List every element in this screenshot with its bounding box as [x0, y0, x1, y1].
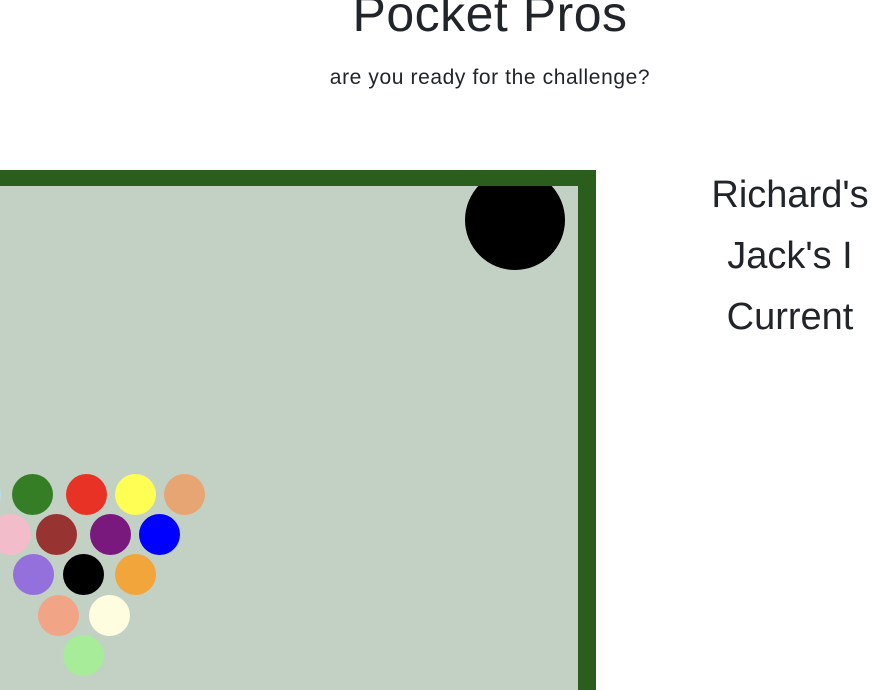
page-title: Pocket Pros [352, 0, 628, 42]
ball-pink[interactable] [0, 514, 31, 555]
ball-light-blue[interactable] [0, 474, 1, 515]
ball-salmon[interactable] [38, 595, 79, 636]
ball-yellow[interactable] [115, 474, 156, 515]
page-subtitle: are you ready for the challenge? [329, 66, 651, 89]
ball-black[interactable] [63, 554, 104, 595]
ball-purple[interactable] [90, 514, 131, 555]
ball-maroon[interactable] [36, 514, 77, 555]
player1-score: Richard's [711, 174, 869, 216]
ball-cream[interactable] [89, 595, 130, 636]
ball-blue[interactable] [139, 514, 180, 555]
scoreboard: Richard's Jack's I Current [600, 170, 876, 353]
ball-green[interactable] [12, 474, 53, 515]
ball-tan[interactable] [164, 474, 205, 515]
ball-orange[interactable] [115, 554, 156, 595]
player2-score: Jack's I [727, 235, 853, 277]
pool-table[interactable] [0, 170, 596, 690]
ball-red[interactable] [66, 474, 107, 515]
ball-light-green[interactable] [63, 635, 104, 676]
top-right-pocket [465, 186, 565, 270]
current-player: Current [726, 296, 854, 338]
ball-lavender[interactable] [13, 554, 54, 595]
